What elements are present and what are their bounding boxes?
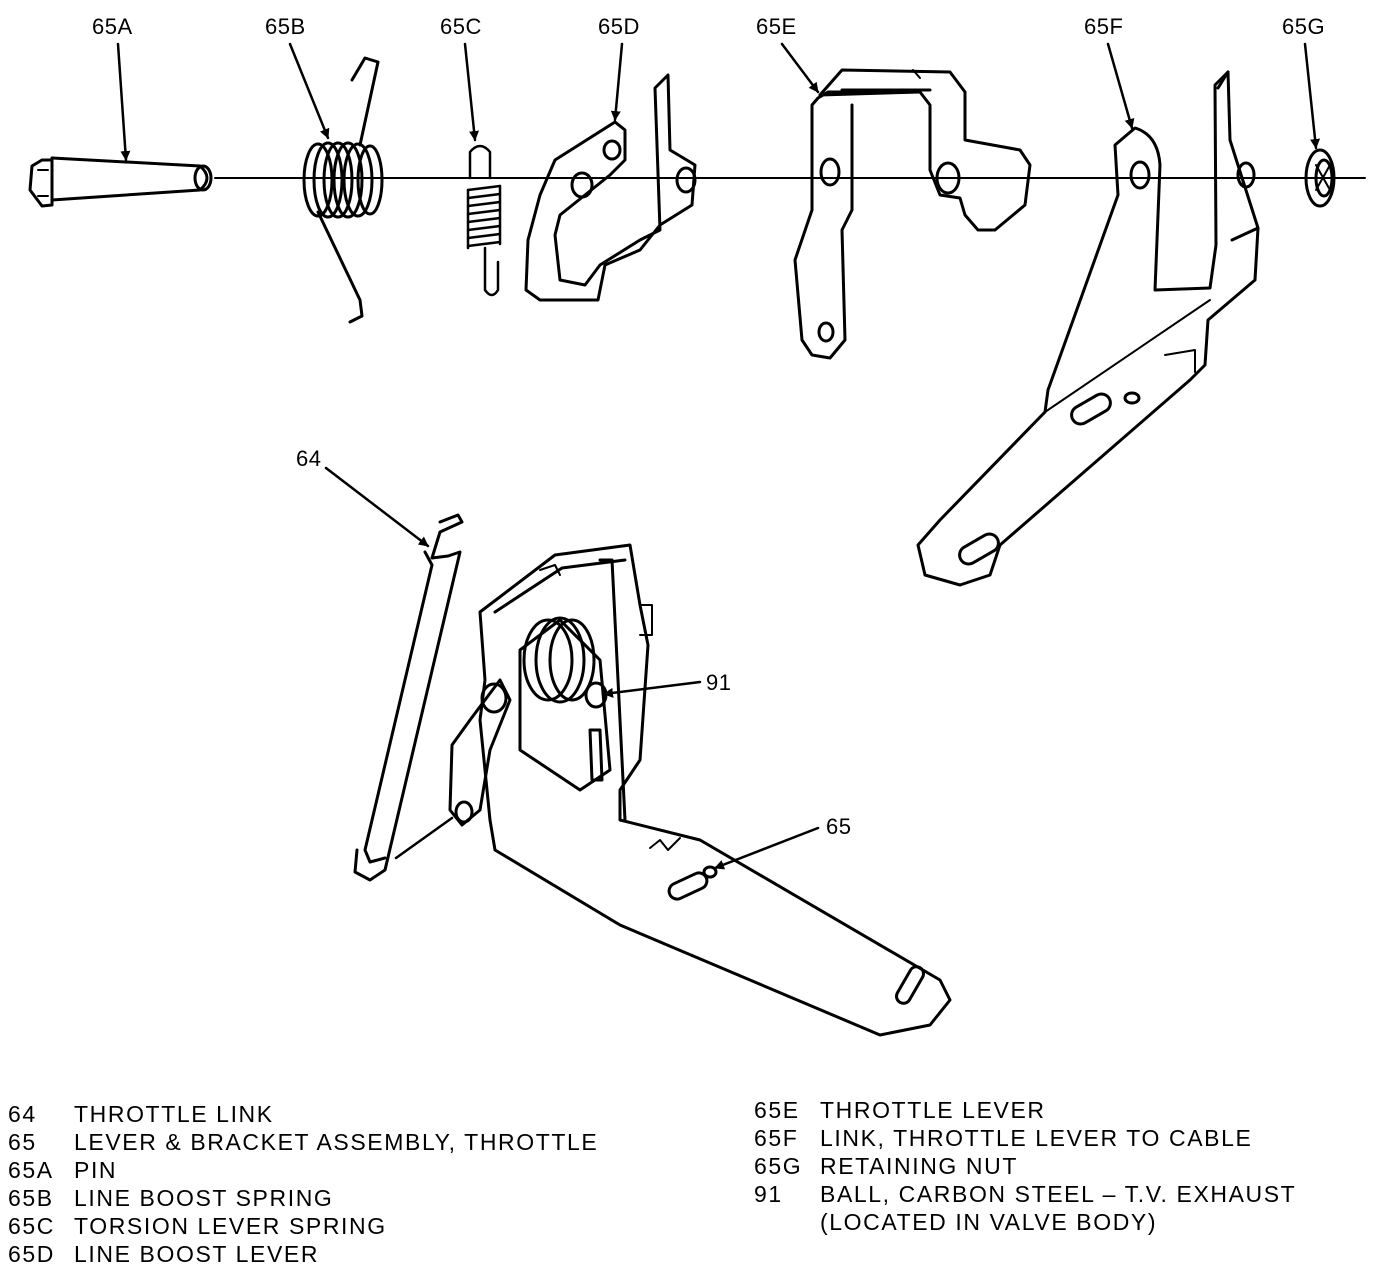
leader-65a [116,42,131,162]
leader-65b [288,42,330,140]
legend-item-91-continued: (LOCATED IN VALVE BODY) [754,1208,1296,1236]
legend-item-65d: 65D LINE BOOST LEVER [8,1240,598,1268]
torsion-lever-spring-65c [466,144,502,297]
legend-code: 65A [8,1157,54,1183]
legend-item-65b: 65B LINE BOOST SPRING [8,1184,598,1212]
callout-65b: 65B [265,14,306,39]
legend-left: 64 THROTTLE LINK 65 LEVER & BRACKET ASSE… [8,1100,598,1268]
legend-item-65c: 65C TORSION LEVER SPRING [8,1212,598,1240]
leader-65f [1106,42,1135,130]
legend-text: THROTTLE LINK [74,1101,274,1127]
callout-65f: 65F [1084,14,1124,39]
legend-text: (LOCATED IN VALVE BODY) [820,1209,1158,1235]
callout-91: 91 [706,670,732,695]
leader-64-lower [394,816,454,860]
legend-code: 65 [8,1129,37,1155]
leader-lines [116,42,1321,870]
callout-65d: 65D [598,14,640,39]
leader-65c [463,42,480,142]
legend-item-65g: 65G RETAINING NUT [754,1152,1296,1180]
leader-65g [1303,42,1321,150]
legend-text: RETAINING NUT [820,1153,1018,1179]
legend-text: BALL, CARBON STEEL – T.V. EXHAUST [820,1181,1297,1207]
legend-item-65e: 65E THROTTLE LEVER [754,1096,1296,1124]
leader-64 [324,466,430,548]
legend-item-91: 91 BALL, CARBON STEEL – T.V. EXHAUST [754,1180,1296,1208]
legend-text: LEVER & BRACKET ASSEMBLY, THROTTLE [74,1129,599,1155]
callout-65g: 65G [1282,14,1326,39]
legend-code: 65B [8,1185,54,1211]
throttle-link-64 [353,513,464,882]
leader-91 [602,680,702,698]
legend-right: 65E THROTTLE LEVER 65F LINK, THROTTLE LE… [754,1096,1296,1236]
leader-65 [713,826,820,870]
pin-65a [28,156,213,208]
legend-code: 65D [8,1241,55,1267]
legend-text: LINE BOOST LEVER [74,1241,320,1267]
callout-65c: 65C [440,14,482,39]
leader-65d [610,42,624,122]
legend-item-65a: 65A PIN [8,1156,598,1184]
throttle-lever-65e [793,68,1032,360]
legend-text: TORSION LEVER SPRING [74,1213,387,1239]
legend-code: 64 [8,1101,37,1127]
legend-text: LINE BOOST SPRING [74,1185,334,1211]
leader-65e [780,42,820,94]
legend-item-65: 65 LEVER & BRACKET ASSEMBLY, THROTTLE [8,1128,598,1156]
legend-item-64: 64 THROTTLE LINK [8,1100,598,1128]
legend-code: 65G [754,1153,803,1179]
legend-code: 65E [754,1097,800,1123]
callout-64: 64 [296,446,322,471]
line-boost-lever-65d [524,73,697,302]
legend-code: 65F [754,1125,799,1151]
retaining-nut-65g [1304,148,1336,208]
legend-code: 65C [8,1213,55,1239]
legend-text: PIN [74,1157,118,1183]
callout-65a: 65A [92,14,133,39]
legend-code: 91 [754,1181,783,1207]
callout-65: 65 [826,814,852,839]
legend-text: THROTTLE LEVER [820,1097,1046,1123]
line-boost-spring-65b [302,56,384,324]
legend-item-65f: 65F LINK, THROTTLE LEVER TO CABLE [754,1124,1296,1152]
lever-bracket-assembly-65 [448,543,952,1037]
legend-text: LINK, THROTTLE LEVER TO CABLE [820,1125,1253,1151]
link-throttle-lever-to-cable-65f [916,70,1260,587]
legend-code [754,1208,820,1236]
callout-65e: 65E [756,14,797,39]
